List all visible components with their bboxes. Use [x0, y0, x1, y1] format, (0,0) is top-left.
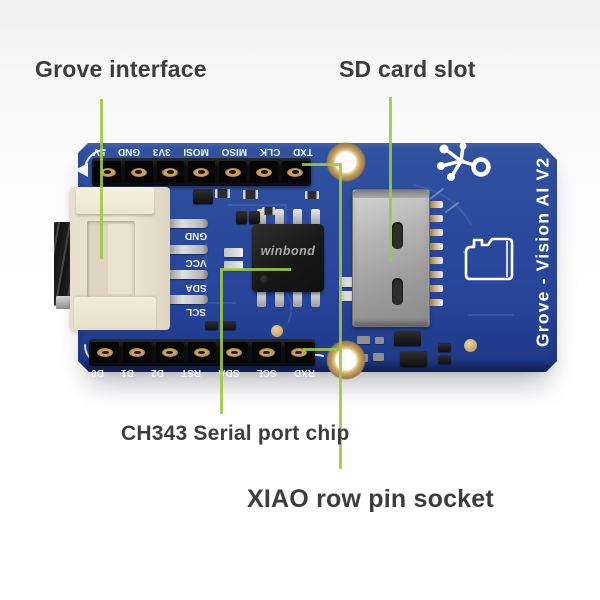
pin-socket-hole [219, 161, 247, 183]
smd-resistor [243, 190, 258, 199]
pin-name: SDA [218, 367, 240, 378]
smd-resistor [215, 189, 230, 198]
grove-pin-name: VCC [185, 257, 207, 268]
sd-slot-cutout [392, 222, 403, 249]
sd-slot-pin [426, 285, 443, 292]
grove-pin [166, 245, 208, 254]
sd-slot-lip [353, 190, 429, 198]
sd-slot-pin [426, 215, 443, 222]
pin-name: D2 [151, 367, 164, 378]
mounting-hole [326, 142, 366, 182]
smd-capacitor [357, 336, 370, 344]
grove-pin-name: SCL [186, 306, 206, 317]
grove-connector-tab [74, 297, 156, 330]
grove-pin-name: GND [184, 230, 208, 241]
grove-pin-name: SDA [185, 282, 207, 293]
grove-connector-recess [87, 221, 135, 297]
chip-leg [311, 290, 320, 307]
smd-pad [224, 261, 243, 270]
smd-component [221, 321, 236, 330]
bottom-pin-header-socket [89, 339, 315, 366]
pin-socket-hole [220, 342, 249, 363]
chip-leg [293, 209, 302, 226]
pin-socket-hole [252, 342, 281, 363]
smd-resistor [305, 191, 319, 199]
microsd-card-icon [464, 237, 514, 281]
pin-name: RXD [293, 367, 315, 378]
pin-socket-hole [94, 161, 122, 183]
chip-leg [275, 209, 284, 226]
smd-resistor [262, 207, 275, 215]
label-sd-card-slot: SD card slot [339, 56, 476, 82]
pin-socket-hole [125, 161, 153, 183]
label-pin-socket: XIAO row pin socket [247, 485, 494, 513]
flash-chip-brand: winbond [260, 244, 316, 258]
sd-slot-cutout [392, 278, 403, 305]
top-pin-header-socket [92, 158, 311, 186]
sd-slot-pin [426, 201, 443, 208]
flash-chip: winbond [252, 224, 324, 292]
label-grove-interface: Grove interface [35, 56, 207, 82]
pin-socket-hole [123, 342, 152, 363]
pin-name: MOSI [183, 146, 209, 157]
seeed-molecule-logo-icon [437, 142, 491, 181]
sd-slot-pin [426, 243, 443, 250]
pin-name: RST [181, 367, 202, 378]
pin-name: MISO [221, 146, 248, 157]
smd-pad [339, 291, 353, 301]
smd-component [236, 211, 247, 224]
pin-name: CLK [259, 146, 281, 157]
smd-pad [224, 248, 243, 257]
pin-name: 3V3 [152, 146, 171, 157]
pin-socket-hole [284, 342, 313, 363]
grove-pin [166, 295, 208, 304]
left-arrow-marker-icon [75, 163, 88, 177]
chip-leg [293, 290, 302, 307]
grove-connector [70, 187, 170, 330]
pin-socket-hole [91, 342, 120, 363]
grove-connector-tab [76, 187, 154, 214]
bottom-pin-silkscreen: RXD SCL SDA RST D2 D1 D0 [91, 365, 315, 379]
top-pin-silkscreen: TXD CLK MISO MOSI 3V3 GND 5V [93, 144, 313, 158]
mounting-hole [326, 340, 366, 380]
smd-capacitor [375, 337, 384, 344]
smd-component [438, 355, 451, 364]
pin-socket-hole [187, 161, 216, 183]
pin-socket-hole [281, 161, 309, 183]
pin-name: D1 [121, 367, 134, 378]
sd-slot-pin [426, 299, 443, 306]
pin-name: TXD [293, 146, 313, 157]
chip-pin1-dimple [260, 275, 269, 284]
smd-component [205, 321, 218, 330]
chip-leg [257, 290, 266, 307]
grove-connector-recess-highlight [108, 224, 132, 294]
grove-pin [166, 270, 208, 279]
pin-name: SCL [256, 367, 277, 378]
pin-socket-hole [250, 161, 278, 183]
pin-name: D0 [91, 367, 104, 378]
pin-socket-hole [155, 342, 184, 363]
smd-transistor [394, 331, 421, 346]
label-serial-chip: CH343 Serial port chip [121, 422, 350, 445]
solder-via [464, 339, 477, 352]
pin-socket-hole [187, 342, 217, 363]
solder-via [271, 325, 283, 337]
grove-pin [166, 219, 208, 228]
chip-leg [257, 209, 266, 226]
board-brand-text: Grove - Vision AI V2 [532, 156, 553, 348]
smd-transistor [400, 351, 427, 367]
pin-name: GND [117, 146, 141, 157]
smd-component [193, 189, 213, 204]
pin-socket-hole [156, 161, 184, 183]
pin-name: 5V [93, 146, 106, 157]
sd-slot-pin [426, 257, 443, 264]
smd-component [438, 343, 451, 352]
smd-capacitor [373, 353, 384, 361]
chip-leg [275, 290, 284, 307]
sd-card-slot [352, 189, 430, 327]
smd-component [249, 211, 260, 224]
sd-slot-pin [426, 229, 443, 236]
sd-slot-pin [426, 271, 443, 278]
smd-pad [339, 277, 353, 287]
